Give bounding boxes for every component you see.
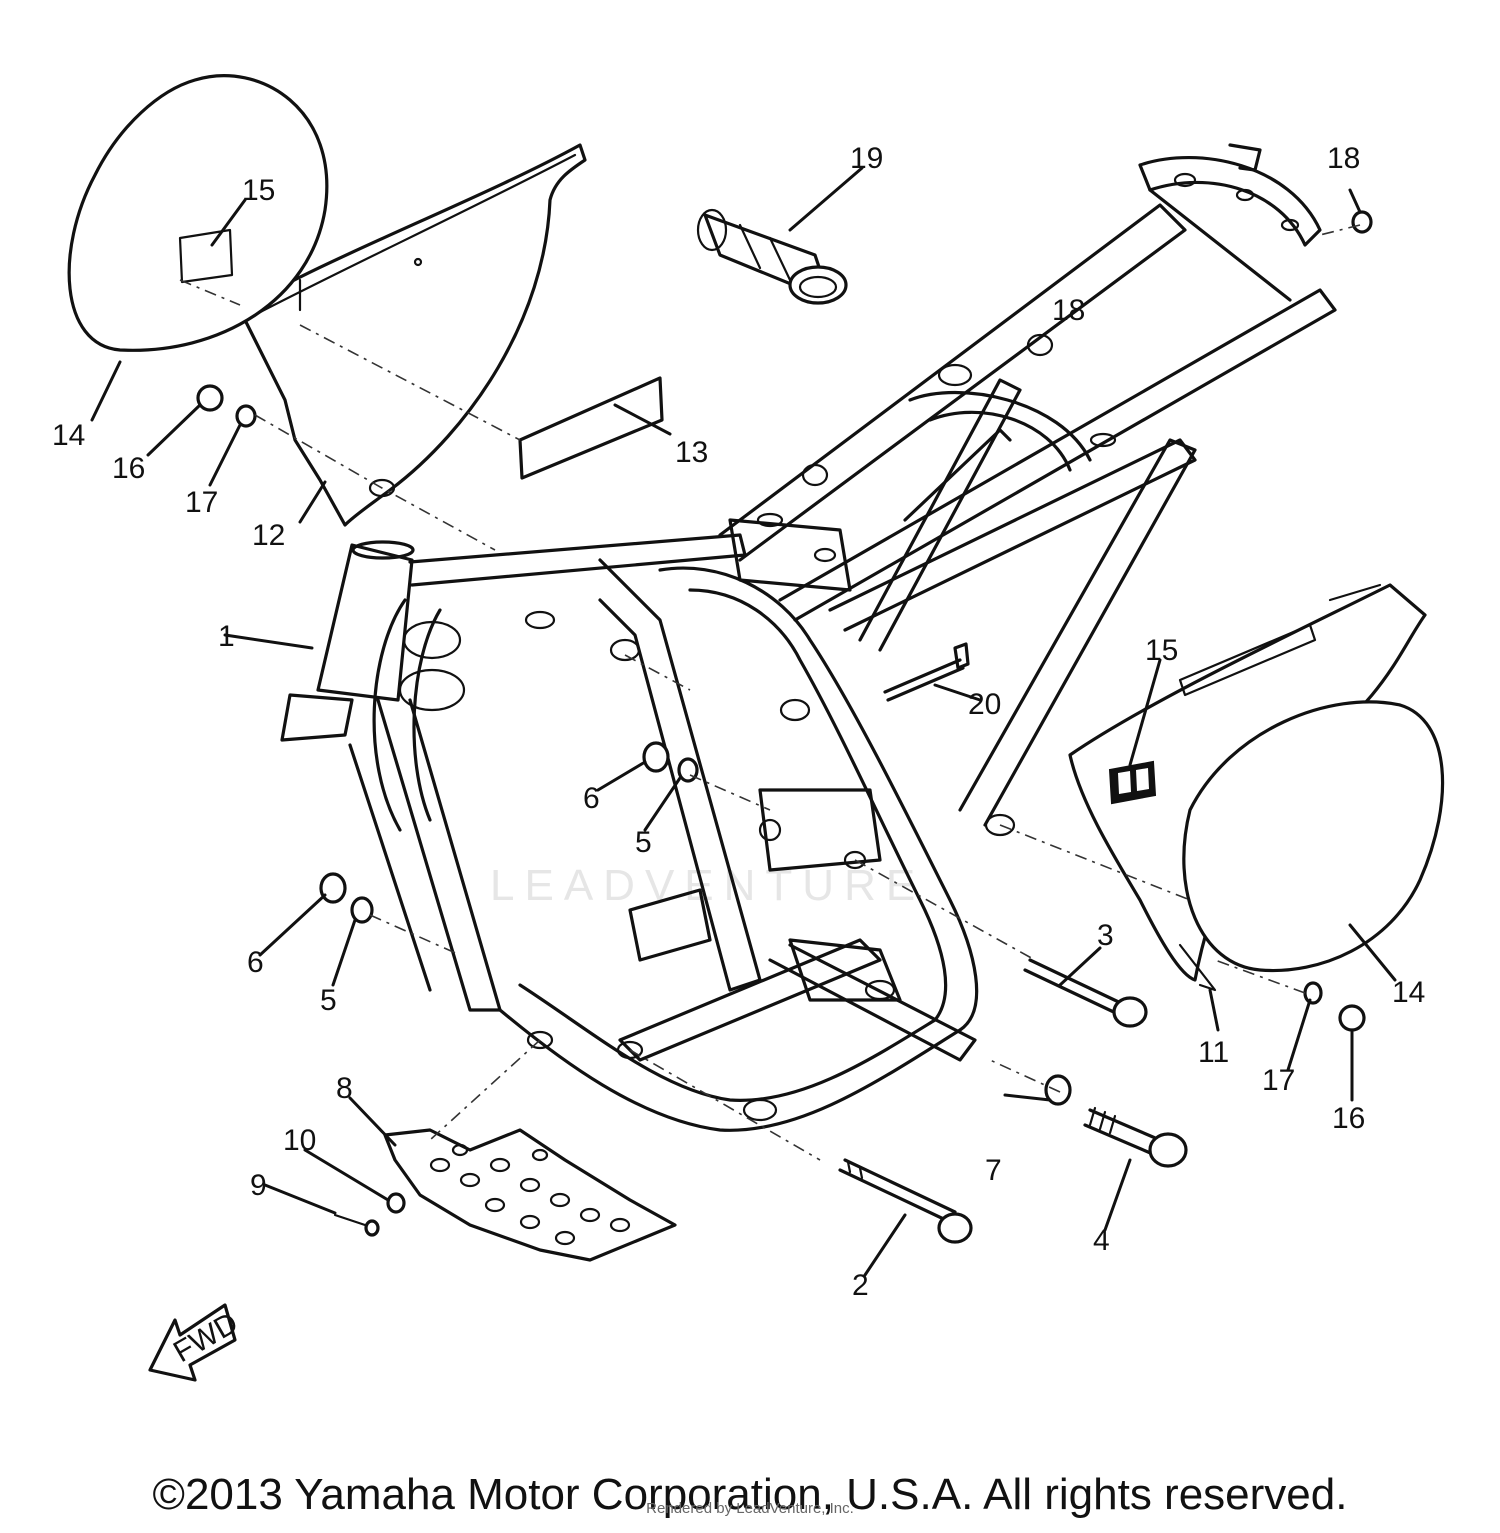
rubber-strip-part-13 [518, 376, 664, 480]
callout-13: 13 [675, 436, 708, 469]
washer-part-17-left [235, 404, 257, 428]
nut-part-16-right [1338, 1004, 1366, 1032]
callout-16-left: 16 [112, 452, 145, 485]
callout-10: 10 [283, 1124, 316, 1157]
pin-part-20 [883, 642, 970, 702]
callout-6-left: 6 [247, 946, 264, 979]
callout-5-center: 5 [635, 826, 652, 859]
engine-guard-part-8 [383, 1128, 677, 1262]
nut-part-7 [1044, 1074, 1072, 1106]
callout-15-right: 15 [1145, 634, 1178, 667]
callout-17-right: 17 [1262, 1064, 1295, 1097]
nut-part-6-left [319, 872, 347, 904]
callout-2: 2 [852, 1269, 869, 1302]
nut-part-16-left [196, 384, 224, 412]
callout-20: 20 [968, 688, 1001, 721]
callout-3: 3 [1097, 919, 1114, 952]
callout-11: 11 [1198, 1036, 1229, 1069]
forward-direction-arrow: FWD [148, 1303, 244, 1382]
nut-part-6-center [642, 741, 670, 773]
grommet-part-18 [1351, 210, 1373, 234]
callout-19: 19 [850, 142, 883, 175]
washer-part-10 [386, 1192, 406, 1214]
alignment-lines [179, 224, 1361, 1161]
bolt-part-4 [1083, 1106, 1188, 1168]
callout-18-frame: 18 [1052, 294, 1085, 327]
washer-part-5-left [350, 896, 374, 924]
right-number-plate-part-14 [1178, 700, 1445, 992]
callout-7: 7 [985, 1154, 1002, 1187]
callout-6-center: 6 [583, 782, 600, 815]
bolt-part-3 [1023, 958, 1148, 1028]
fwd-label: FWD [168, 1306, 244, 1369]
left-side-cover-part-12 [238, 143, 587, 527]
callout-17-left: 17 [185, 486, 218, 519]
callout-4: 4 [1093, 1224, 1110, 1257]
callout-18-top: 18 [1327, 142, 1360, 175]
left-number-plate-part-14 [67, 74, 329, 352]
callout-14-right: 14 [1392, 976, 1425, 1009]
damper-part-19 [696, 208, 848, 305]
bolt-part-9 [333, 1213, 380, 1237]
callout-14-left: 14 [52, 419, 85, 452]
render-credit: Rendered by LeadVenture, Inc. [646, 1500, 854, 1517]
frame-part-1 [280, 143, 1337, 1132]
leader-lines [90, 166, 1397, 1277]
callout-16-right: 16 [1332, 1102, 1365, 1135]
callout-8: 8 [336, 1072, 353, 1105]
callout-12: 12 [252, 519, 285, 552]
washer-part-17-right [1303, 981, 1323, 1005]
callout-1: 1 [218, 620, 235, 653]
copyright-notice: ©2013 Yamaha Motor Corporation, U.S.A. A… [152, 1470, 1348, 1519]
bolt-part-2 [838, 1158, 973, 1244]
callout-5-left: 5 [320, 984, 337, 1017]
callout-15-left: 15 [242, 174, 275, 207]
callout-9: 9 [250, 1169, 267, 1202]
callout-numbers: 1 2 3 4 5 5 6 6 7 8 9 10 11 12 13 14 14 … [52, 142, 1425, 1302]
